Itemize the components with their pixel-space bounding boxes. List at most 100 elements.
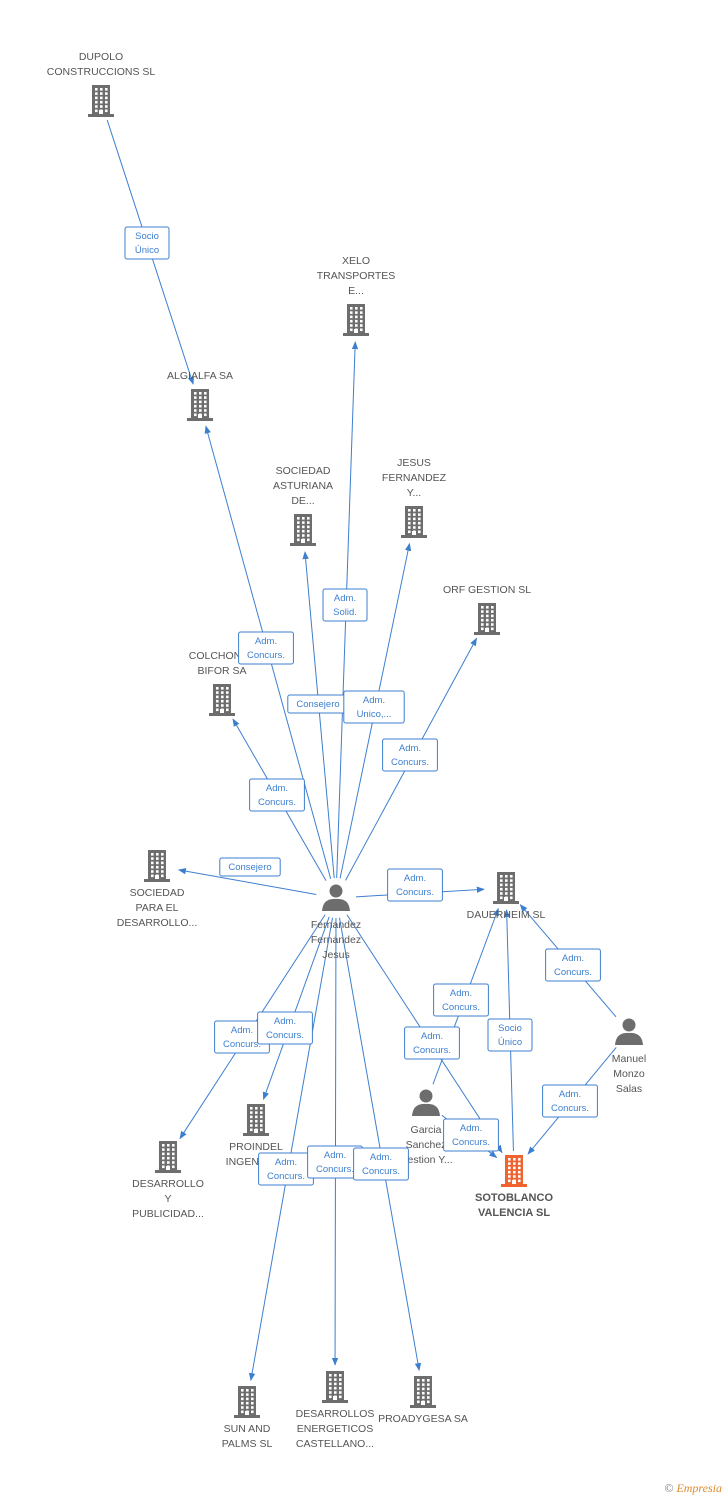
brand-name: Empresia: [676, 1481, 722, 1495]
node-label: Gestion Y...: [399, 1154, 452, 1166]
building-icon: [187, 389, 213, 421]
edge-label-text: Concurs.: [442, 1002, 480, 1013]
node-desarrollo_publicidad[interactable]: DESARROLLO Y PUBLICIDAD...: [132, 1141, 204, 1220]
edge-label-box: [382, 738, 438, 772]
edge-label-box: [343, 690, 405, 724]
edge-label-text: Concurs.: [267, 1171, 305, 1182]
node-label: Fernandez: [311, 919, 361, 931]
node-label: DESARROLLO...: [117, 917, 198, 929]
edge-label-fernandez-to-proadygesa[interactable]: Adm.Concurs.: [353, 1147, 409, 1181]
edge-label-text: Unico,...: [357, 709, 392, 720]
edge-label-fernandez-to-sotoblanco[interactable]: Adm.Concurs.: [404, 1026, 460, 1060]
building-icon: [322, 1371, 348, 1403]
node-label: DESARROLLOS: [296, 1408, 375, 1420]
edge-label-garcia-to-dauerheim[interactable]: Adm.Concurs.: [433, 983, 489, 1017]
node-label: Jesus: [322, 949, 349, 961]
edge-fernandez-to-sociedad_desarrollo: [177, 867, 317, 895]
node-label: PROADYGESA SA: [378, 1413, 468, 1425]
node-label: XELO: [342, 255, 370, 267]
node-label: FERNANDEZ: [382, 472, 447, 484]
edge-label-text: Único: [135, 245, 159, 256]
edge-label-box: [219, 857, 281, 877]
edge-label-box: [545, 948, 601, 982]
edge-label-garcia-to-sotoblanco[interactable]: Adm.Concurs.: [443, 1118, 499, 1152]
edge-fernandez-to-sociedad_asturiana: [302, 551, 335, 879]
node-label: VALENCIA SL: [478, 1207, 550, 1219]
edge-label-manuel-to-dauerheim[interactable]: Adm.Concurs.: [545, 948, 601, 982]
node-label: ASTURIANA: [273, 480, 333, 492]
node-algialfa[interactable]: ALGIALFA SA: [167, 370, 233, 421]
edge-label-fernandez-to-desarrollo_publicidad[interactable]: Adm.Concurs.: [214, 1020, 270, 1054]
edge-label-fernandez-to-dauerheim[interactable]: Adm.Concurs.: [387, 868, 443, 902]
edge-label-box: [404, 1026, 460, 1060]
node-jesus_fernandez[interactable]: JESUSFERNANDEZY...: [382, 457, 447, 538]
edge-label-fernandez-to-sociedad_asturiana[interactable]: Consejero: [287, 694, 349, 714]
node-label: DUPOLO: [79, 51, 123, 63]
edge-label-text: Adm.: [231, 1025, 253, 1036]
edge-label-text: Adm.: [421, 1031, 443, 1042]
edge-label-text: Concurs.: [266, 1030, 304, 1041]
node-sociedad_asturiana[interactable]: SOCIEDADASTURIANADE...: [273, 465, 333, 546]
edge-label-text: Adm.: [274, 1016, 296, 1027]
building-icon: [501, 1155, 527, 1187]
node-label: Manuel: [612, 1053, 646, 1065]
edge-label-manuel-to-sotoblanco[interactable]: Adm.Concurs.: [542, 1084, 598, 1118]
node-desarrollos_energeticos[interactable]: DESARROLLOS ENERGETICOS CASTELLANO...: [296, 1371, 375, 1450]
edge-label-text: Adm.: [324, 1150, 346, 1161]
edge-label-fernandez-to-colchones[interactable]: Adm.Concurs.: [249, 778, 305, 812]
node-label: Monzo: [613, 1068, 645, 1080]
edge-label-fernandez-to-orf[interactable]: Adm. Concurs.: [382, 738, 438, 772]
edge-label-fernandez-to-xelo[interactable]: Adm.Solid.: [322, 588, 368, 622]
node-label: Y: [164, 1193, 171, 1205]
node-dauerheim[interactable]: DAUERHEIM SL: [467, 872, 546, 921]
edge-label-text: Concurs.: [396, 887, 434, 898]
node-label: ENERGETICOS: [297, 1423, 373, 1435]
edge-label-text: Concurs.: [452, 1137, 490, 1148]
node-proadygesa[interactable]: PROADYGESA SA: [378, 1376, 468, 1425]
edge-label-text: Consejero: [296, 699, 339, 710]
node-label: Salas: [616, 1083, 642, 1095]
footer-brand: © Empresia: [664, 1481, 722, 1496]
edge-label-text: Adm.: [266, 783, 288, 794]
edge-label-fernandez-to-jesus_fernandez[interactable]: Adm.Unico,...: [343, 690, 405, 724]
building-icon: [493, 872, 519, 904]
edge-label-box: [443, 1118, 499, 1152]
edge-label-box: [257, 1011, 313, 1045]
edge-label-fernandez-to-sociedad_desarrollo[interactable]: Consejero: [219, 857, 281, 877]
building-icon: [234, 1386, 260, 1418]
node-label: BIFOR SA: [197, 665, 246, 677]
edge-label-box: [433, 983, 489, 1017]
node-label: SOCIEDAD: [276, 465, 331, 477]
edge-label-box: [124, 226, 170, 260]
node-label: DESARROLLO: [132, 1178, 204, 1190]
edge-label-box: [238, 631, 294, 665]
edge-label-fernandez-to-algialfa[interactable]: Adm.Concurs.: [238, 631, 294, 665]
edge-label-box: [249, 778, 305, 812]
edge-label-box: [542, 1084, 598, 1118]
node-label: SOTOBLANCO: [475, 1192, 553, 1204]
node-sotoblanco[interactable]: SOTOBLANCO VALENCIA SL: [475, 1155, 553, 1219]
node-xelo[interactable]: XELOTRANSPORTESE...: [317, 255, 396, 336]
edge-label-text: Adm.: [399, 743, 421, 754]
person-icon: [322, 884, 350, 911]
edge-label-text: Concurs.: [391, 757, 429, 768]
node-orf[interactable]: ORF GESTION SL: [443, 584, 531, 635]
node-label: PUBLICIDAD...: [132, 1208, 204, 1220]
node-label: CASTELLANO...: [296, 1438, 374, 1450]
edge-label-text: Adm.: [559, 1089, 581, 1100]
node-label: PARA EL: [136, 902, 179, 914]
edge-label-fernandez-to-sun[interactable]: Adm.Concurs.: [258, 1152, 314, 1186]
edge-label-fernandez-to-proindel[interactable]: Adm. Concurs.: [257, 1011, 313, 1045]
building-icon: [401, 506, 427, 538]
edge-label-text: Concurs.: [362, 1166, 400, 1177]
